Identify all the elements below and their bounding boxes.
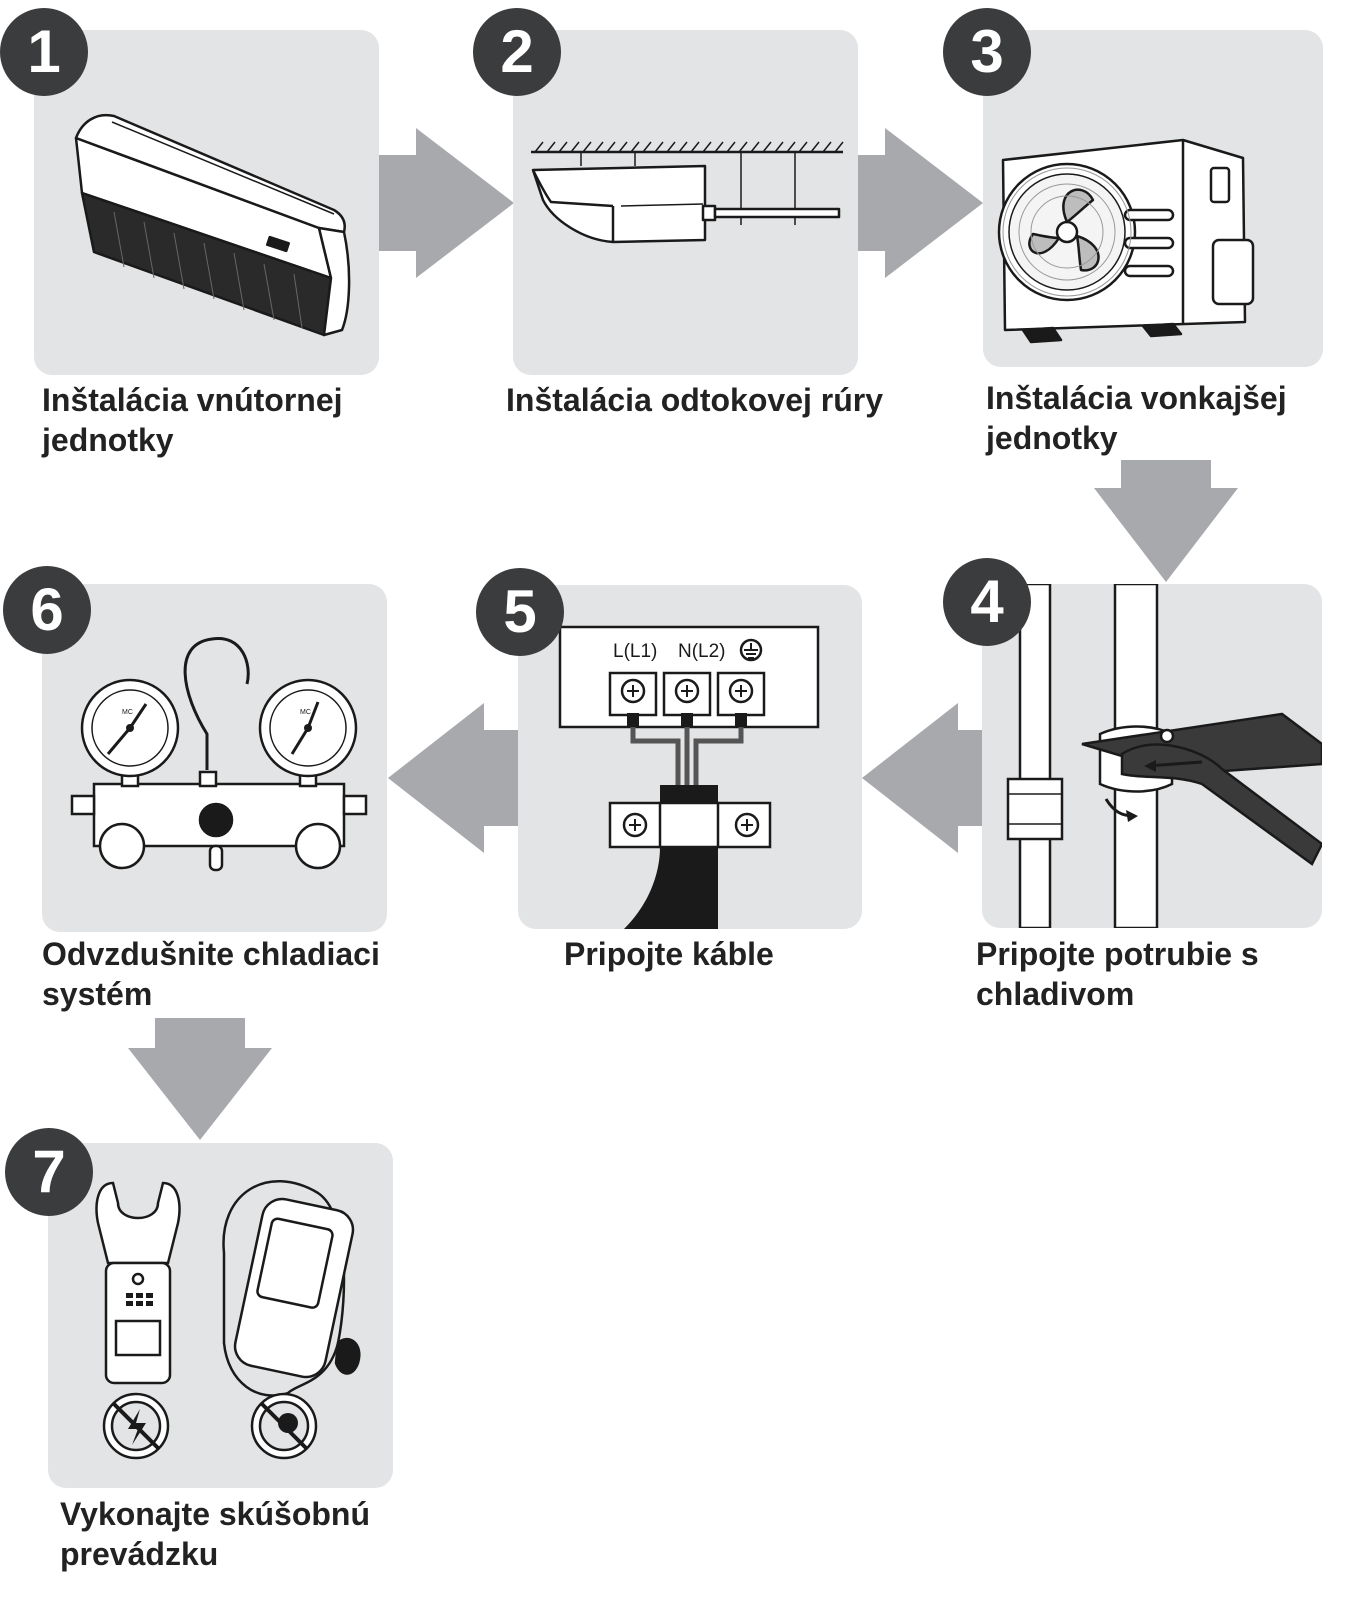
terminal-label-n: N(L2) [678, 641, 726, 662]
ceiling-indoor-unit-icon [74, 113, 351, 337]
step-6-caption: Odvzdušnite chladiaci systém [42, 934, 380, 1014]
step-7-caption-line-2: prevádzku [60, 1536, 219, 1572]
wrench-pipe-icon [1006, 584, 1322, 928]
manifold-gauge-icon: MC MC [70, 637, 368, 872]
step-1-panel [34, 30, 379, 375]
step-3-caption: Inštalácia vonkajšej jednotky [986, 378, 1287, 458]
step-4-panel [982, 584, 1322, 928]
arrow-right-1-2 [378, 128, 514, 278]
arrow-down-6-7 [128, 1018, 272, 1140]
terminal-label-l: L(L1) [613, 641, 657, 662]
step-4-caption-line-2: chladivom [976, 976, 1135, 1012]
gauge-mark-left: MC [122, 709, 133, 716]
step-1-caption: Inštalácia vnútornej jednotky [42, 380, 343, 460]
step-5-caption-line-1: Pripojte káble [564, 936, 774, 972]
step-3-number-badge: 3 [943, 8, 1031, 96]
step-6-number-badge: 6 [3, 566, 91, 654]
outdoor-unit-icon [997, 138, 1255, 344]
step-2-panel [513, 30, 858, 375]
step-6-caption-line-1: Odvzdušnite chladiaci [42, 936, 380, 972]
step-3-caption-line-1: Inštalácia vonkajšej [986, 380, 1287, 416]
step-4-number-badge: 4 [943, 558, 1031, 646]
step-2-caption-line-1: Inštalácia odtokovej rúry [506, 382, 884, 418]
step-7-number-badge: 7 [5, 1128, 93, 1216]
step-2-caption: Inštalácia odtokovej rúry [506, 380, 883, 420]
test-tools-icon [95, 1180, 361, 1460]
arrow-left-4-5 [862, 703, 982, 853]
step-3-caption-line-2: jednotky [986, 420, 1118, 456]
arrow-down-3-4 [1094, 460, 1238, 582]
step-5-panel: L(L1) N(L2) [518, 585, 862, 929]
drain-pipe-icon [531, 141, 844, 244]
step-7-panel [48, 1143, 393, 1488]
step-1-caption-line-2: jednotky [42, 422, 174, 458]
step-3-panel [983, 30, 1323, 367]
step-7-caption-line-1: Vykonajte skúšobnú [60, 1496, 370, 1532]
step-6-caption-line-2: systém [42, 976, 153, 1012]
step-4-caption-line-1: Pripojte potrubie s [976, 936, 1259, 972]
step-2-number-badge: 2 [473, 8, 561, 96]
step-1-caption-line-1: Inštalácia vnútornej [42, 382, 343, 418]
step-6-panel: MC MC [42, 584, 387, 932]
arrow-left-5-6 [388, 703, 518, 853]
step-1-number-badge: 1 [0, 8, 88, 96]
step-5-caption: Pripojte káble [564, 934, 774, 974]
step-4-caption: Pripojte potrubie s chladivom [976, 934, 1259, 1014]
terminal-block-icon: L(L1) N(L2) [558, 625, 820, 929]
arrow-right-2-3 [857, 128, 983, 278]
gauge-mark-right: MC [300, 709, 311, 716]
step-7-caption: Vykonajte skúšobnú prevádzku [60, 1494, 370, 1574]
step-5-number-badge: 5 [476, 568, 564, 656]
